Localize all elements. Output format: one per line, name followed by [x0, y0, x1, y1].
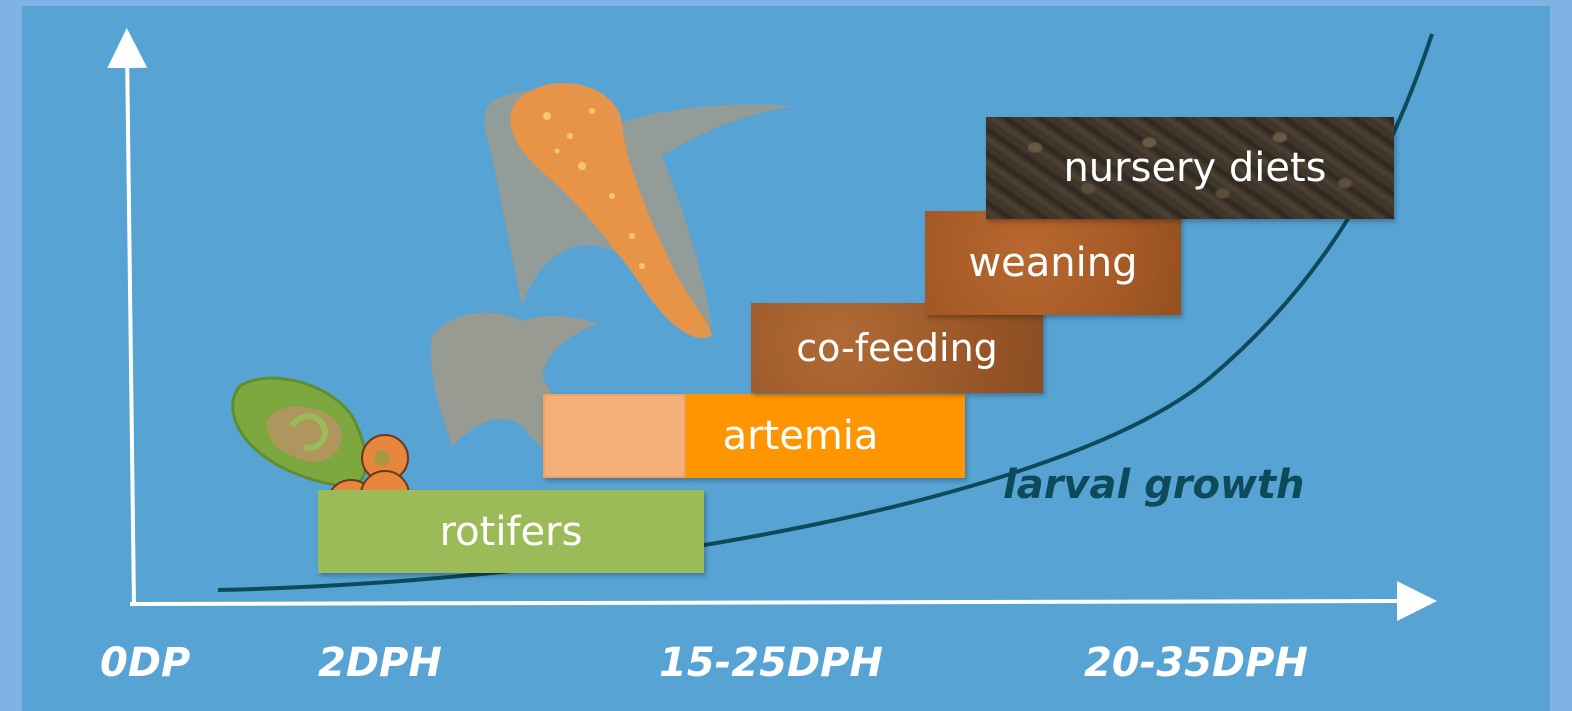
- stage-artemia: artemia: [686, 394, 965, 478]
- stage-cofeeding-label: co-feeding: [796, 326, 998, 370]
- x-tick-0dp: 0DP: [100, 640, 190, 686]
- x-axis: [130, 601, 1417, 604]
- stage-artemia-label: artemia: [723, 413, 879, 459]
- stage-nursery-label: nursery diets: [1063, 145, 1326, 191]
- x-tick-15-25dph: 15-25DPH: [659, 640, 883, 686]
- stage-weaning-label: weaning: [968, 240, 1137, 286]
- diagram-panel: rotifers artemia co-feeding weaning nurs…: [22, 6, 1550, 711]
- y-axis: [127, 48, 134, 606]
- rotifer-icon: [233, 378, 366, 486]
- curve-label: larval growth: [1003, 462, 1305, 508]
- stage-artemia-start: [543, 394, 686, 478]
- stage-nursery-diets: nursery diets: [986, 117, 1394, 219]
- stage-rotifers-label: rotifers: [440, 509, 583, 555]
- stage-cofeeding: co-feeding: [751, 303, 1043, 393]
- stage-weaning: weaning: [925, 211, 1181, 315]
- x-tick-20-35dph: 20-35DPH: [1084, 640, 1308, 686]
- stage-rotifers: rotifers: [318, 490, 704, 573]
- x-tick-2dph: 2DPH: [318, 640, 442, 686]
